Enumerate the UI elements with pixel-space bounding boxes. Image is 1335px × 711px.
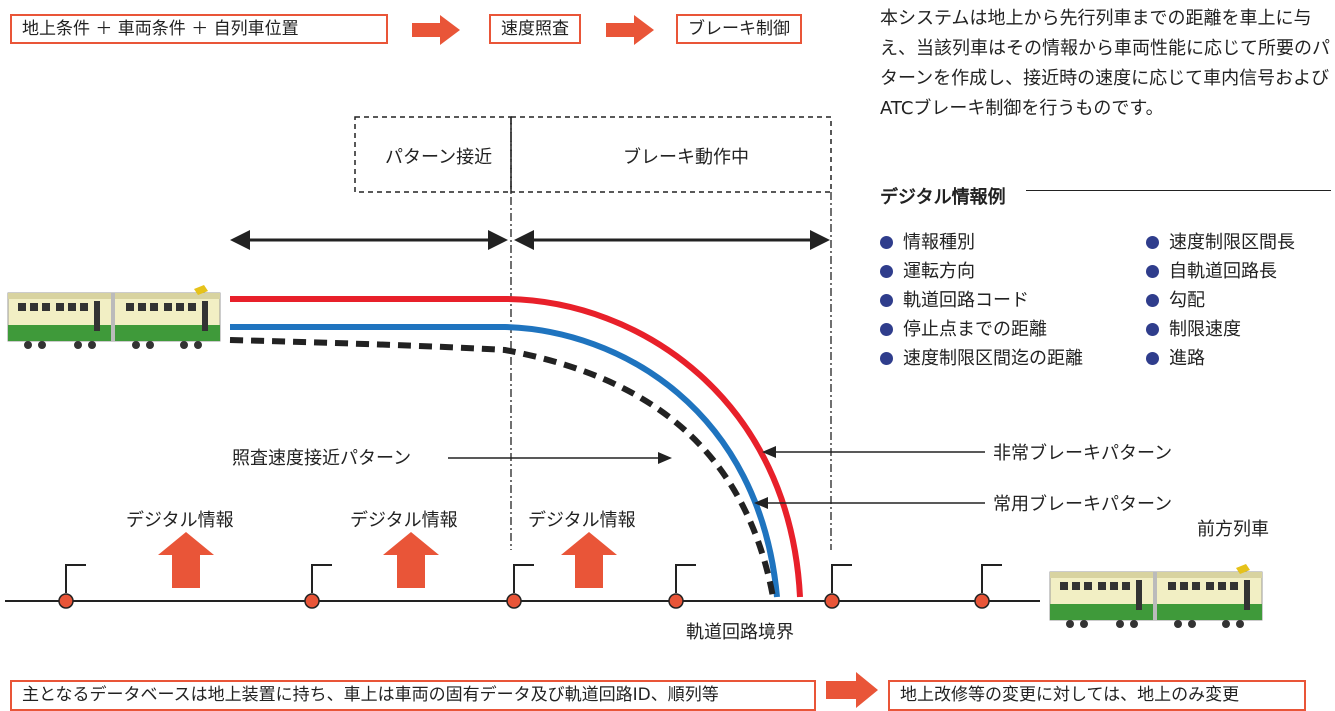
own-train [7, 284, 221, 350]
bullet-icon [880, 236, 893, 249]
preceding-train [1049, 563, 1263, 629]
example-item: 運転方向 [880, 257, 975, 283]
bullet-icon [1146, 294, 1159, 307]
digital-info-label: デジタル情報 [350, 510, 458, 531]
preceding-train-label: 前方列車 [1197, 519, 1269, 540]
digital-examples-rule [1026, 190, 1331, 191]
phase-braking-label: ブレーキ動作中 [623, 147, 749, 168]
bullet-icon [880, 352, 893, 365]
bullet-icon [1146, 323, 1159, 336]
system-description: 本システムは地上から先行列車までの距離を車上に与え、当該列車はその情報から車両性… [880, 8, 1330, 119]
example-item: 情報種別 [880, 228, 975, 254]
digital-info-label: デジタル情報 [528, 510, 636, 531]
example-item: 停止点までの距離 [880, 315, 1047, 341]
flow-arrow-2 [606, 15, 656, 49]
flow-step-brake-control: ブレーキ制御 [676, 14, 802, 44]
track-boundary-label: 軌道回路境界 [686, 622, 794, 643]
flow-step-conditions: 地上条件 ＋ 車両条件 ＋ 自列車位置 [10, 14, 388, 44]
example-item: 勾配 [1146, 286, 1205, 312]
example-item: 進路 [1146, 344, 1205, 370]
example-item: 自軌道回路長 [1146, 257, 1277, 283]
bullet-icon [1146, 265, 1159, 278]
bullet-icon [880, 294, 893, 307]
service-pattern-label: 常用ブレーキパターン [993, 494, 1173, 515]
flow-step-speed-check: 速度照査 [489, 14, 581, 44]
example-item: 速度制限区間迄の距離 [880, 344, 1083, 370]
phase-approach-label: パターン接近 [385, 147, 493, 168]
example-item: 速度制限区間長 [1146, 228, 1295, 254]
change-note: 地上改修等の変更に対しては、地上のみ変更 [888, 680, 1306, 711]
bullet-icon [1146, 352, 1159, 365]
bullet-icon [1146, 236, 1159, 249]
check-pattern-label: 照査速度接近パターン [232, 448, 412, 469]
bullet-icon [880, 323, 893, 336]
example-item: 制限速度 [1146, 315, 1241, 341]
emergency-pattern-label: 非常ブレーキパターン [993, 443, 1173, 464]
bullet-icon [880, 265, 893, 278]
digital-info-label: デジタル情報 [126, 510, 234, 531]
database-note: 主となるデータベースは地上装置に持ち、車上は車両の固有データ及び軌道回路ID、順… [10, 680, 816, 711]
example-item: 軌道回路コード [880, 286, 1029, 312]
flow-arrow-1 [412, 15, 462, 49]
digital-examples-title: デジタル情報例 [880, 187, 1006, 208]
